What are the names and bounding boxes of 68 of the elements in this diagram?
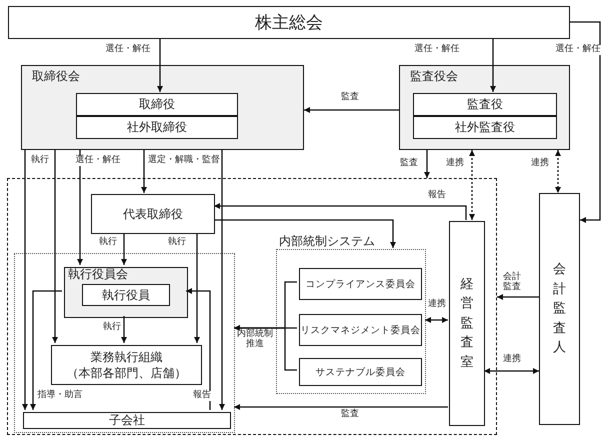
arrow (194, 233, 200, 343)
arrow (141, 150, 147, 193)
committee-box: リスクマネジメント委員会 (299, 314, 422, 346)
member-box: 執行役員 (82, 284, 170, 306)
edge-label: 選任・解任 (74, 156, 122, 166)
edge-label: 執行 (30, 156, 50, 166)
arrow (22, 150, 28, 410)
arrow (30, 290, 62, 410)
edge-label: 選任・解任 (554, 45, 602, 55)
process-box: 代表取締役 (91, 194, 215, 234)
board-group-box (399, 65, 570, 150)
edge-label: 報告 (192, 391, 212, 401)
arrow (497, 294, 539, 300)
dotted-frame (14, 253, 235, 433)
board-group-box (21, 65, 304, 150)
arrow (186, 288, 211, 410)
edge-label: 報告 (427, 191, 447, 201)
arrow (424, 150, 430, 178)
department-box: 経営監査室 (449, 221, 485, 426)
arrow (121, 233, 127, 265)
committee-box: サステナブル委員会 (299, 358, 422, 386)
committee-group-box (64, 267, 188, 318)
arrow (214, 203, 467, 220)
edge-label: 監査 (340, 93, 360, 103)
group-heading: 執行役員会 (68, 266, 128, 283)
dashed-frame (7, 178, 497, 435)
edge-label: 連携 (427, 300, 447, 310)
committee-box: コンプライアンス委員会 (299, 268, 422, 300)
member-box: 社外取締役 (76, 116, 238, 139)
member-box: 取締役 (76, 93, 238, 116)
arrow (234, 325, 297, 371)
arrow (469, 150, 475, 220)
member-box: 社外監査役 (413, 116, 557, 139)
group-heading: 監査役会 (410, 68, 458, 85)
edge-label: 執行 (167, 238, 187, 248)
arrow (304, 107, 399, 113)
arrow (214, 219, 396, 248)
process-box: 子会社 (23, 412, 231, 429)
edge-label: 監査 (340, 410, 360, 420)
edge-label: 選任・解任 (414, 45, 460, 55)
edge-label: 連携 (530, 159, 550, 169)
arrow (234, 404, 448, 410)
edge-label: 選任・解任 (104, 45, 152, 55)
edge-label: 連携 (502, 355, 522, 365)
edge-label: 執行 (102, 323, 122, 333)
assembly-box: 株主総会 (8, 6, 570, 39)
group-heading: 取締役会 (32, 68, 80, 85)
arrow (157, 39, 163, 92)
arrow (555, 150, 561, 193)
edge-label: 選定・解職・監督 (147, 156, 221, 166)
edge-label: 指導・助言 (36, 391, 84, 401)
edge-label: 連携 (445, 159, 465, 169)
member-box: 監査役 (413, 93, 557, 116)
edge-label: 監査 (399, 159, 419, 169)
arrow (570, 21, 601, 223)
auditor-box: 会計監査人 (539, 193, 580, 425)
arrow (121, 316, 127, 343)
edge-label: 会計監査 (502, 273, 522, 293)
arrow (425, 317, 448, 323)
edge-label: 内部統制推進 (236, 330, 274, 350)
process-box: 業務執行組織（本部各部門、店舗） (51, 345, 202, 385)
group-heading: 内部統制システム (279, 233, 375, 250)
arrow (77, 150, 83, 265)
arrow (490, 39, 496, 92)
arrow (52, 150, 58, 343)
arrow (484, 368, 539, 374)
arrow (219, 150, 225, 410)
edge-label: 執行 (98, 238, 118, 248)
